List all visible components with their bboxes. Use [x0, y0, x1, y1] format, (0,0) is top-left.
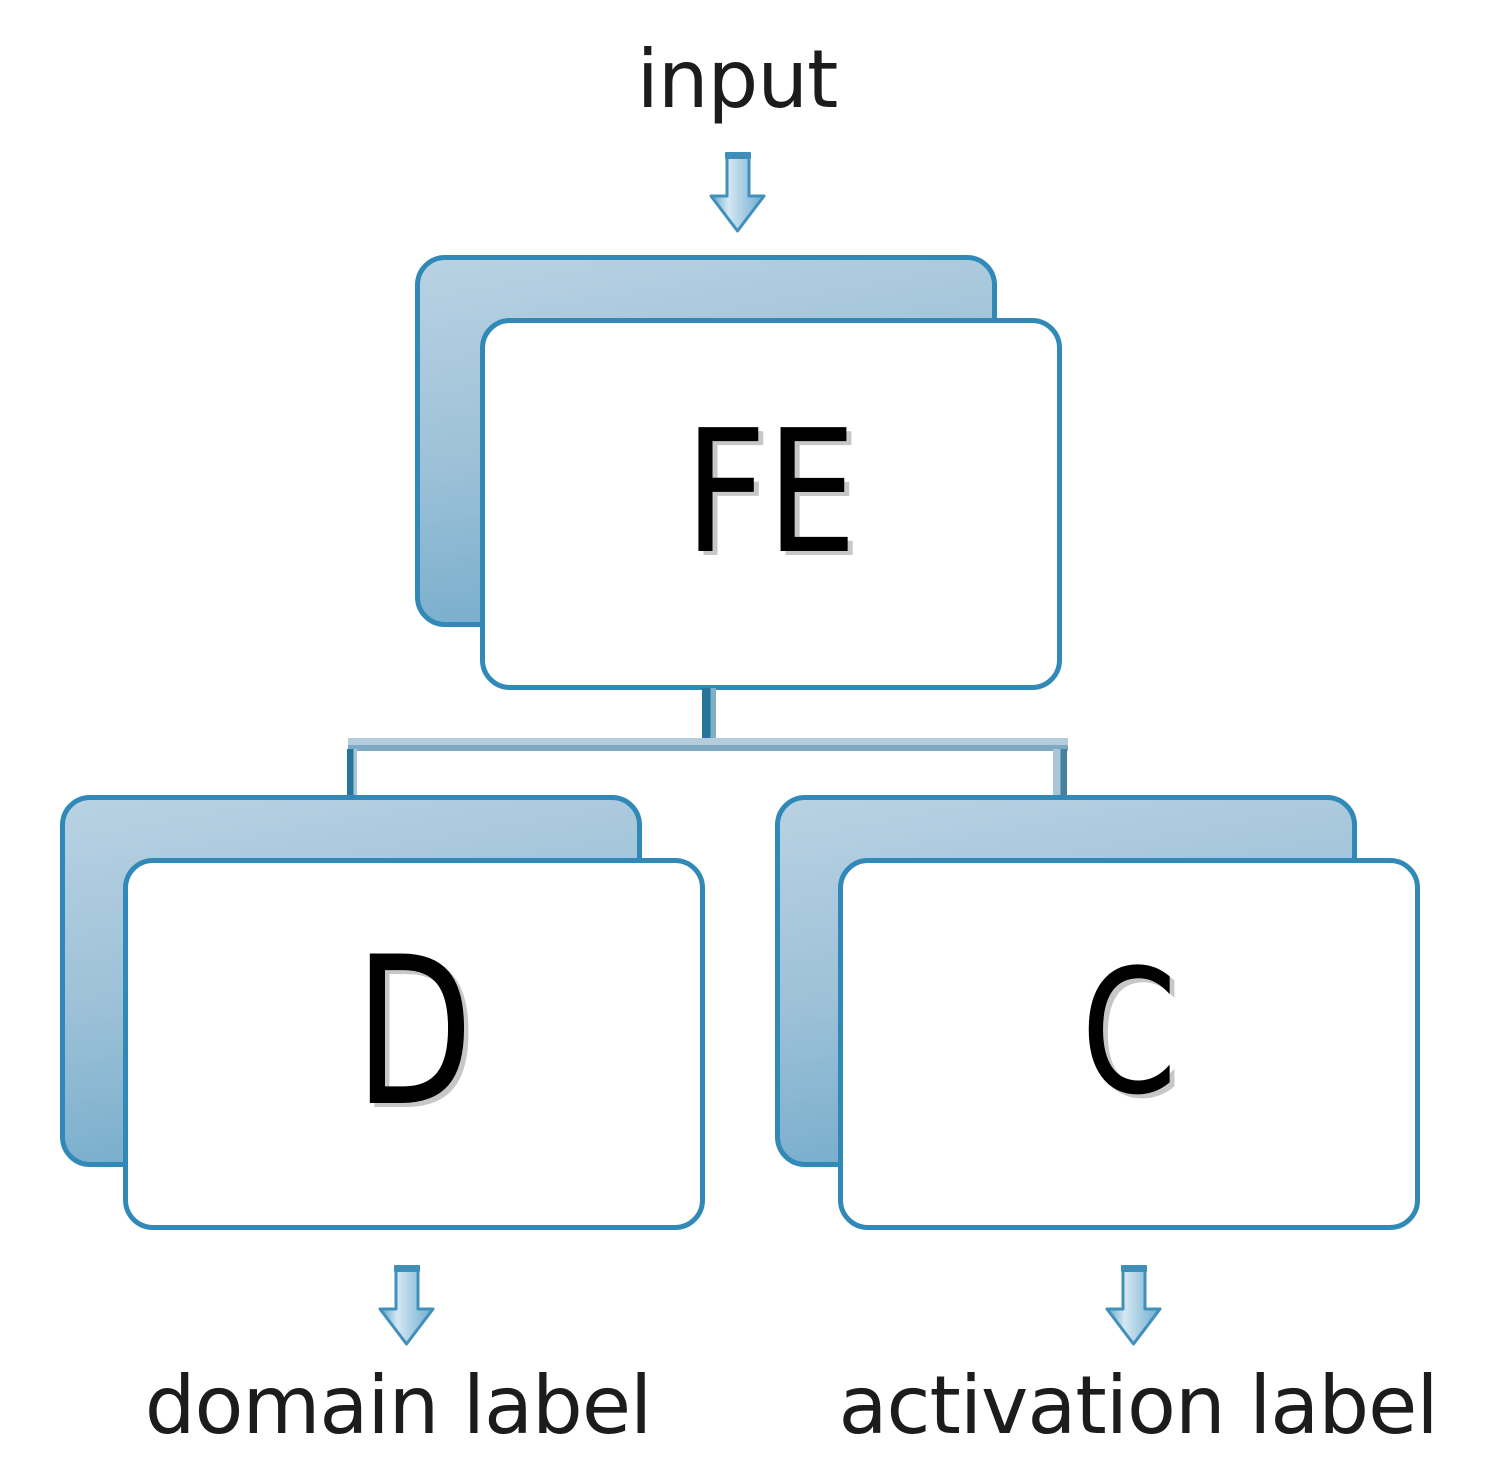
connector-drop-to-c: [1053, 749, 1067, 797]
arrow-shape: [1105, 1265, 1162, 1346]
domain-output-arrow-icon: [378, 1265, 435, 1346]
connector-horizontal-bar: [348, 738, 1068, 751]
input-label: input: [636, 33, 839, 126]
d-node-card: D: [123, 858, 705, 1230]
arrow-cap: [1121, 1265, 1147, 1272]
activation-label: activation label: [838, 1359, 1438, 1452]
connector-fe-stub: [702, 688, 716, 740]
c-node-label: C: [1080, 932, 1178, 1133]
activation-output-arrow-icon: [1105, 1265, 1162, 1346]
d-node-label: D: [354, 913, 474, 1152]
fe-node-label: FE: [684, 394, 858, 592]
fe-node-card: FE: [480, 318, 1062, 690]
c-node-card: C: [838, 858, 1420, 1230]
arrow-cap: [725, 152, 751, 159]
connector-drop-to-d: [347, 749, 357, 797]
arrow-shape: [378, 1265, 435, 1346]
input-arrow-icon: [709, 152, 766, 233]
arrow-cap: [394, 1265, 420, 1272]
arrow-shape: [709, 152, 766, 233]
domain-label: domain label: [144, 1359, 653, 1452]
